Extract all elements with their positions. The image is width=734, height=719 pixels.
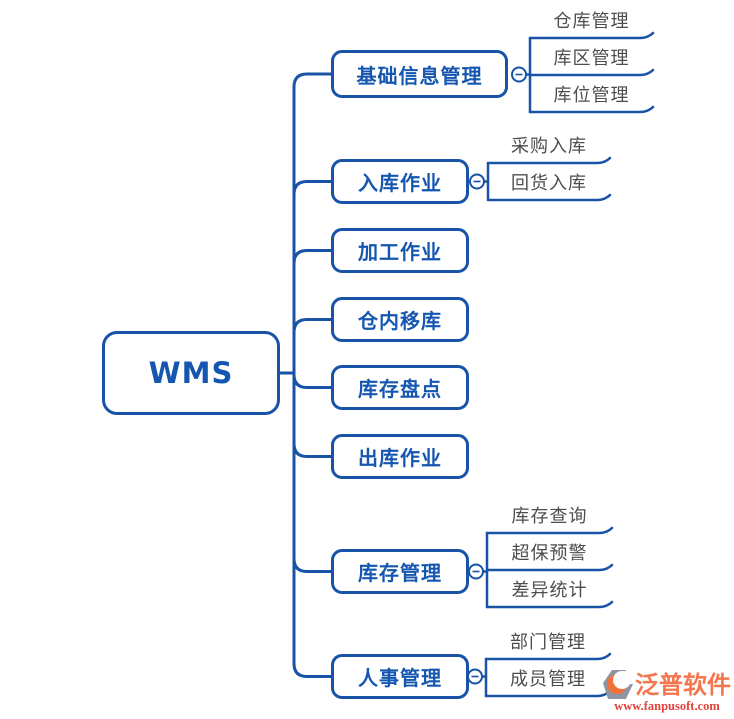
leaf-warehouse-management[interactable]: 仓库管理 xyxy=(553,11,630,32)
node-personnel-management[interactable]: 人事管理 xyxy=(331,654,469,699)
leaf-purchase-inbound[interactable]: 采购入库 xyxy=(511,136,587,157)
leaf-stock-query[interactable]: 库存查询 xyxy=(511,506,588,527)
underline-purchase-inbound xyxy=(486,156,612,165)
underline-area-mgmt xyxy=(528,68,655,77)
collapse-toggle-basic-info[interactable] xyxy=(511,66,527,83)
node-processing-operations[interactable]: 加工作业 xyxy=(331,228,469,273)
underline-warehouse-mgmt xyxy=(528,31,655,40)
branch-line-inventory xyxy=(292,557,334,573)
underline-diff-stats xyxy=(485,600,614,609)
leaf-department-management[interactable]: 部门管理 xyxy=(510,632,586,653)
node-root-wms[interactable]: WMS xyxy=(102,331,280,415)
branch-line-processing xyxy=(292,249,334,265)
collapse-toggle-inventory[interactable] xyxy=(468,563,484,580)
node-basic-info-management[interactable]: 基础信息管理 xyxy=(331,50,508,98)
branch-line-personnel xyxy=(292,662,334,678)
node-inventory-management[interactable]: 库存管理 xyxy=(331,549,469,594)
fanpu-logo-icon xyxy=(603,670,633,699)
node-stocktaking[interactable]: 库存盘点 xyxy=(331,365,469,410)
branch-line-inbound xyxy=(292,180,334,196)
branch-line-basic-info xyxy=(292,72,334,89)
leaf-expiry-warning[interactable]: 超保预警 xyxy=(511,543,588,564)
leaf-warehouse-location-management[interactable]: 库位管理 xyxy=(553,85,630,106)
branch-line-transfer xyxy=(292,318,334,334)
node-inbound-operations[interactable]: 入库作业 xyxy=(331,159,469,204)
node-warehouse-transfer[interactable]: 仓内移库 xyxy=(331,297,469,342)
leaf-return-inbound[interactable]: 回货入库 xyxy=(511,173,587,194)
collapse-toggle-personnel[interactable] xyxy=(467,668,483,685)
watermark: 泛普软件 www.fanpusoft.com xyxy=(602,668,732,716)
collapse-toggle-inbound[interactable] xyxy=(469,173,485,190)
branch-line-outbound xyxy=(292,442,334,458)
node-outbound-operations[interactable]: 出库作业 xyxy=(331,434,469,479)
underline-location-mgmt xyxy=(528,105,655,114)
branch-line-stocktaking xyxy=(292,373,334,389)
watermark-url-text: www.fanpusoft.com xyxy=(614,699,720,713)
underline-department-mgmt xyxy=(484,652,612,661)
watermark-brand-text: 泛普软件 xyxy=(635,670,731,699)
underline-expiry-warning xyxy=(485,563,614,572)
underline-return-inbound xyxy=(486,193,612,202)
leaf-member-management[interactable]: 成员管理 xyxy=(510,669,586,690)
leaf-warehouse-area-management[interactable]: 库区管理 xyxy=(553,48,630,69)
leaf-difference-statistics[interactable]: 差异统计 xyxy=(511,580,588,601)
underline-stock-query xyxy=(485,526,614,535)
